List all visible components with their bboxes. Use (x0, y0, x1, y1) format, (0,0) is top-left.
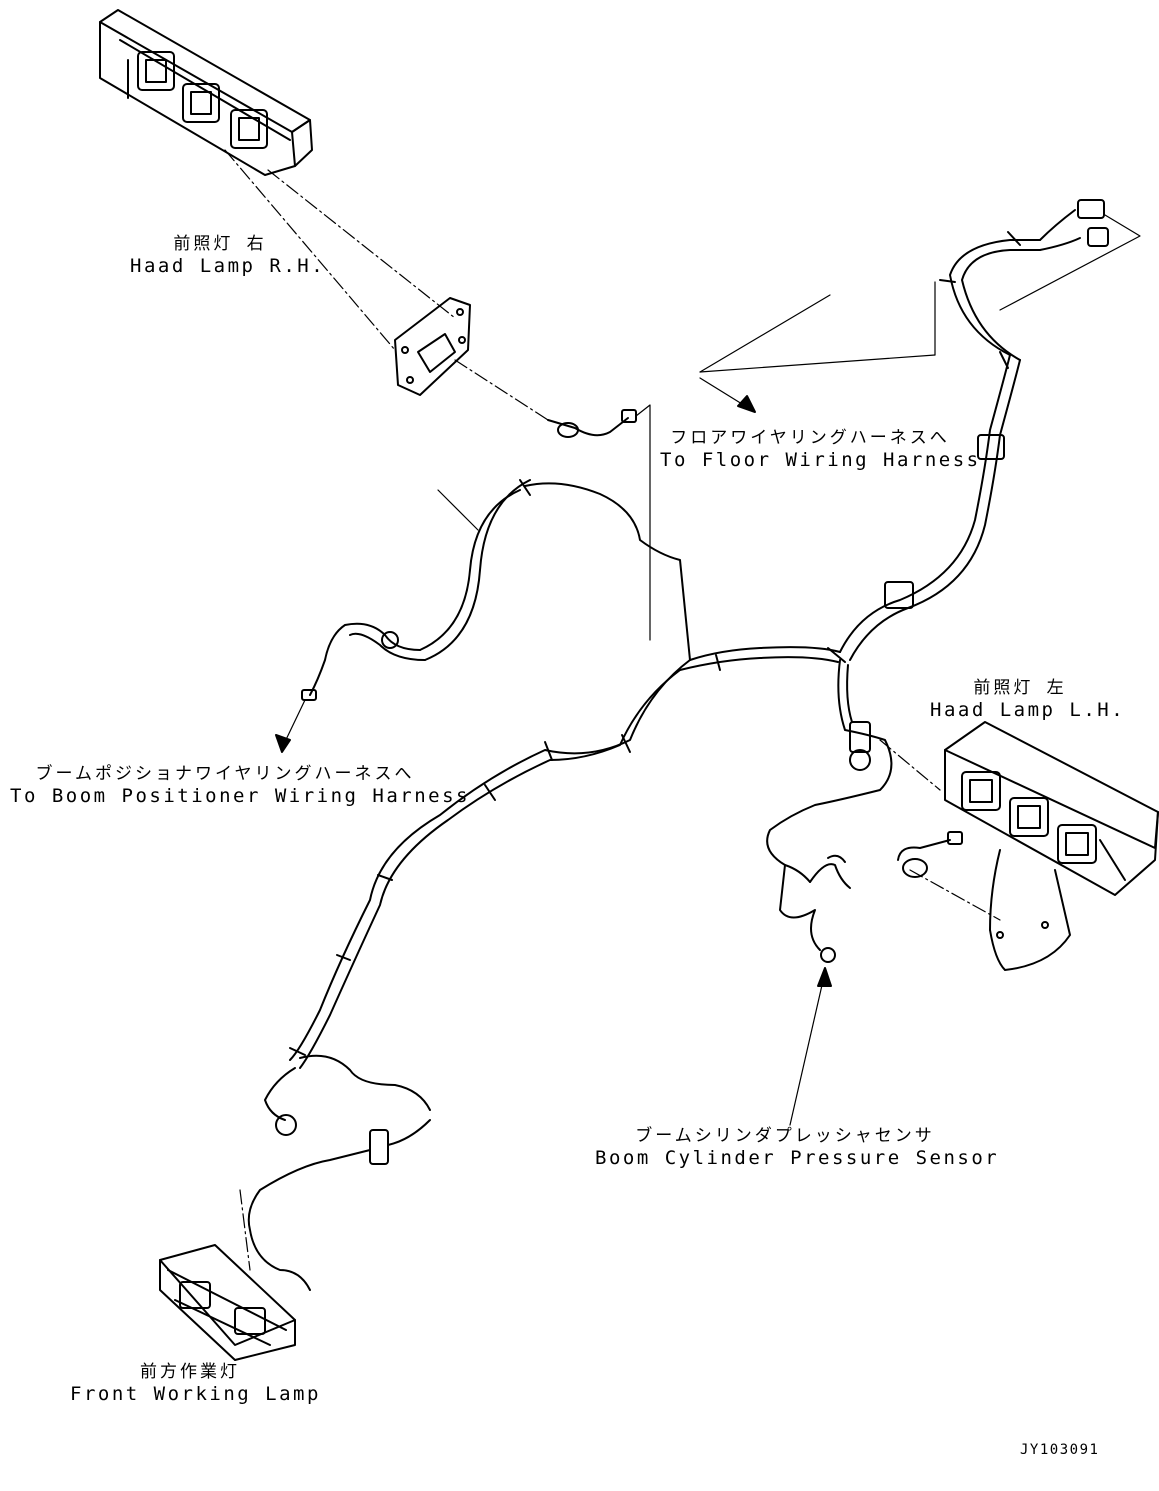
front-working-lamp-drawing (159, 1244, 296, 1361)
main-harness (289, 479, 841, 1069)
front-lamp-en: Front Working Lamp (70, 1383, 321, 1406)
label-head-lamp-rh: 前照灯 右 Haad Lamp R.H. (130, 234, 326, 279)
boom-positioner-en: To Boom Positioner Wiring Harness (10, 785, 470, 808)
label-floor-harness: フロアワイヤリングハーネスへ To Floor Wiring Harness (660, 428, 981, 473)
drawing-code: JY103091 (1020, 1442, 1100, 1458)
head-lamp-rh-jp: 前照灯 右 (173, 234, 267, 254)
label-boom-positioner: ブームポジショナワイヤリングハーネスへ To Boom Positioner W… (10, 764, 470, 809)
head-lamp-rh-drawing (99, 9, 313, 176)
head-lamp-lh-jp: 前照灯 左 (973, 678, 1067, 698)
floor-harness-en: To Floor Wiring Harness (660, 449, 981, 472)
head-lamp-rh-en: Haad Lamp R.H. (130, 255, 326, 278)
boom-sensor-en: Boom Cylinder Pressure Sensor (595, 1147, 1000, 1170)
front-lamp-jp: 前方作業灯 (140, 1362, 240, 1382)
boom-sensor-jp: ブームシリンダプレッシャセンサ (635, 1126, 935, 1146)
head-lamp-lh-drawing (944, 721, 1159, 896)
boom-positioner-jp: ブームポジショナワイヤリングハーネスへ (35, 764, 415, 784)
label-head-lamp-lh: 前照灯 左 Haad Lamp L.H. (930, 678, 1126, 723)
floor-harness-jp: フロアワイヤリングハーネスへ (670, 428, 950, 448)
floor-harness-branch (827, 199, 1109, 663)
head-lamp-lh-en: Haad Lamp L.H. (930, 699, 1126, 722)
label-front-lamp: 前方作業灯 Front Working Lamp (70, 1362, 321, 1407)
label-boom-sensor: ブームシリンダプレッシャセンサ Boom Cylinder Pressure S… (595, 1126, 1000, 1171)
